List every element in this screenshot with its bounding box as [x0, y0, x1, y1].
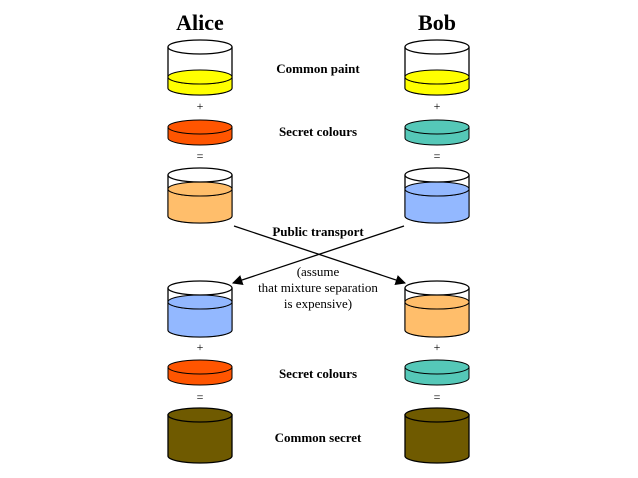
- bob-secret-colour-disc: [404, 119, 470, 146]
- bob-plus-bottom: +: [434, 340, 441, 354]
- alice-equals-bottom: =: [197, 390, 204, 404]
- assume-note-line1: (assume: [297, 264, 340, 279]
- alice-equals-top: =: [197, 149, 204, 163]
- alice-title: Alice: [176, 10, 224, 35]
- bob-equals-top: =: [434, 149, 441, 163]
- alice-plus-top: +: [197, 99, 204, 113]
- bob-received-mixture-beaker: [404, 280, 470, 338]
- assume-note-line2: that mixture separation: [258, 280, 378, 295]
- secret-colours-label-bottom: Secret colours: [279, 366, 357, 381]
- alice-received-mixture-beaker: [167, 280, 233, 338]
- alice-common-paint-beaker: [167, 39, 233, 96]
- alice-secret-colour-disc: [167, 119, 233, 146]
- alice-mixture-beaker: [167, 167, 233, 224]
- alice-common-secret-beaker: [167, 407, 233, 464]
- common-paint-label: Common paint: [276, 61, 360, 76]
- bob-secret-colour-disc-bottom: [404, 359, 470, 386]
- bob-common-paint-beaker: [404, 39, 470, 96]
- bob-equals-bottom: =: [434, 390, 441, 404]
- bob-to-alice-arrow: [232, 225, 405, 285]
- bob-plus-top: +: [434, 99, 441, 113]
- bob-common-secret-beaker: [404, 407, 470, 464]
- bob-mixture-beaker: [404, 167, 470, 224]
- assume-note-line3: is expensive): [284, 296, 352, 311]
- alice-plus-bottom: +: [197, 340, 204, 354]
- secret-colours-label-top: Secret colours: [279, 124, 357, 139]
- public-transport-label: Public transport: [272, 224, 364, 239]
- bob-title: Bob: [418, 10, 456, 35]
- alice-secret-colour-disc-bottom: [167, 359, 233, 386]
- common-secret-label: Common secret: [275, 430, 362, 445]
